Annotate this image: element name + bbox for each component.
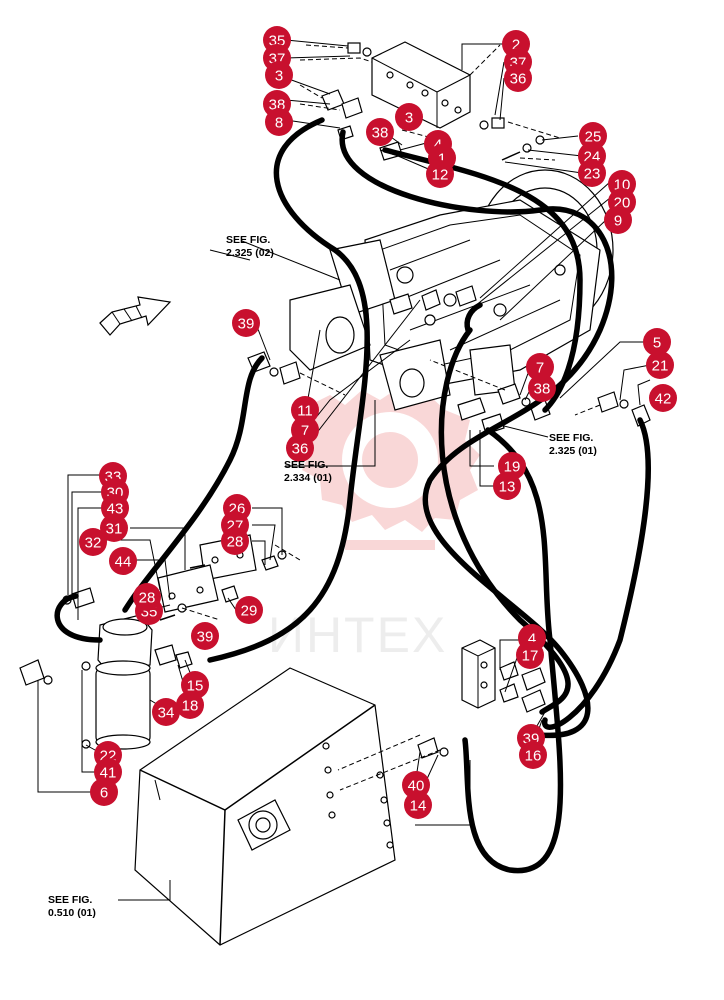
callout-number: 17	[522, 648, 539, 665]
see-fig-number: 2.325 (02)	[226, 247, 274, 259]
hoses	[54, 117, 652, 874]
see-fig-label: SEE FIG.	[226, 234, 271, 246]
callout-number: 14	[410, 798, 427, 815]
callout-3: 3	[265, 61, 293, 89]
callout-number: 4	[528, 631, 536, 648]
see-fig-number: 2.325 (01)	[549, 445, 597, 457]
callout-31: 31	[100, 514, 128, 542]
callout-number: 3	[405, 110, 413, 127]
callout-number: 12	[432, 167, 449, 184]
callout-3: 3	[395, 103, 423, 131]
callout-42: 42	[649, 384, 677, 412]
callout-number: 23	[584, 166, 601, 183]
callout-39: 39	[232, 309, 260, 337]
callout-badges: 3537338823736383411225242310209391173619…	[79, 26, 677, 819]
callout-32: 32	[79, 528, 107, 556]
see-fig-label: SEE FIG.	[549, 432, 594, 444]
see-fig-2325-01: SEE FIG. 2.325 (01)	[549, 432, 597, 458]
callout-9: 9	[604, 206, 632, 234]
callout-43: 43	[101, 494, 129, 522]
hydraulic-tank	[134, 667, 396, 946]
callout-number: 5	[653, 335, 661, 352]
see-fig-number: 0.510 (01)	[48, 907, 96, 919]
callout-number: 42	[655, 391, 672, 408]
watermark-text: ИНТЕХ	[268, 607, 447, 663]
callout-number: 32	[85, 535, 102, 552]
callout-number: 29	[241, 603, 258, 620]
callout-number: 15	[187, 678, 204, 695]
callout-number: 34	[158, 705, 175, 722]
callout-number: 38	[534, 381, 551, 398]
see-fig-label: SEE FIG.	[284, 459, 329, 471]
see-fig-number: 2.334 (01)	[284, 472, 332, 484]
see-fig-2325-02: SEE FIG. 2.325 (02)	[226, 234, 274, 260]
filter-assembly	[19, 587, 193, 750]
callout-44: 44	[109, 547, 137, 575]
callout-36: 36	[286, 434, 314, 462]
callout-11: 11	[291, 396, 319, 424]
callout-number: 7	[301, 423, 309, 440]
routing-dash-lines	[181, 44, 601, 791]
callout-28: 28	[133, 583, 161, 611]
callout-number: 7	[536, 360, 544, 377]
callout-number: 40	[408, 778, 425, 795]
callout-number: 36	[292, 441, 309, 458]
callout-38: 38	[366, 118, 394, 146]
callout-number: 36	[510, 71, 527, 88]
callout-number: 28	[227, 534, 244, 551]
callout-number: 11	[297, 403, 313, 420]
callout-number: 28	[139, 590, 156, 607]
callout-number: 25	[585, 129, 602, 146]
watermark-logo: ИНТЕХ	[268, 388, 480, 663]
callout-36: 36	[504, 64, 532, 92]
see-fig-label: SEE FIG.	[48, 894, 93, 906]
see-fig-0510-01: SEE FIG. 0.510 (01)	[48, 894, 96, 920]
callout-number: 16	[525, 748, 542, 765]
callout-29: 29	[235, 596, 263, 624]
callout-number: 43	[107, 501, 124, 518]
callout-28: 28	[221, 527, 249, 555]
callout-38: 38	[528, 374, 556, 402]
callout-number: 39	[238, 316, 255, 333]
callout-18: 18	[176, 691, 204, 719]
callout-number: 39	[197, 629, 214, 646]
callout-5: 5	[643, 328, 671, 356]
callout-17: 17	[516, 641, 544, 669]
direction-arrow-icon	[99, 296, 172, 336]
callout-6: 6	[90, 778, 118, 806]
callout-number: 6	[100, 785, 108, 802]
callout-21: 21	[646, 351, 674, 379]
callout-34: 34	[152, 698, 180, 726]
callout-number: 9	[614, 213, 622, 230]
mounting-plates	[157, 534, 287, 621]
callout-number: 21	[652, 358, 669, 375]
callout-13: 13	[493, 472, 521, 500]
callout-number: 8	[275, 115, 283, 132]
callout-number: 19	[504, 459, 521, 476]
callout-7: 7	[526, 353, 554, 381]
callout-number: 31	[106, 521, 123, 538]
callout-8: 8	[265, 108, 293, 136]
callout-number: 2	[512, 37, 520, 54]
callout-number: 13	[499, 479, 516, 496]
callout-number: 41	[100, 765, 117, 782]
callout-16: 16	[519, 741, 547, 769]
callout-39: 39	[191, 622, 219, 650]
callout-number: 38	[372, 125, 389, 142]
callout-25: 25	[579, 122, 607, 150]
callout-23: 23	[578, 159, 606, 187]
callout-14: 14	[404, 791, 432, 819]
callout-number: 18	[182, 698, 199, 715]
callout-number: 1	[438, 151, 446, 168]
callout-12: 12	[426, 160, 454, 188]
callout-number: 3	[275, 68, 283, 85]
callout-number: 44	[115, 554, 132, 571]
see-fig-2334-01: SEE FIG. 2.334 (01)	[284, 459, 332, 485]
